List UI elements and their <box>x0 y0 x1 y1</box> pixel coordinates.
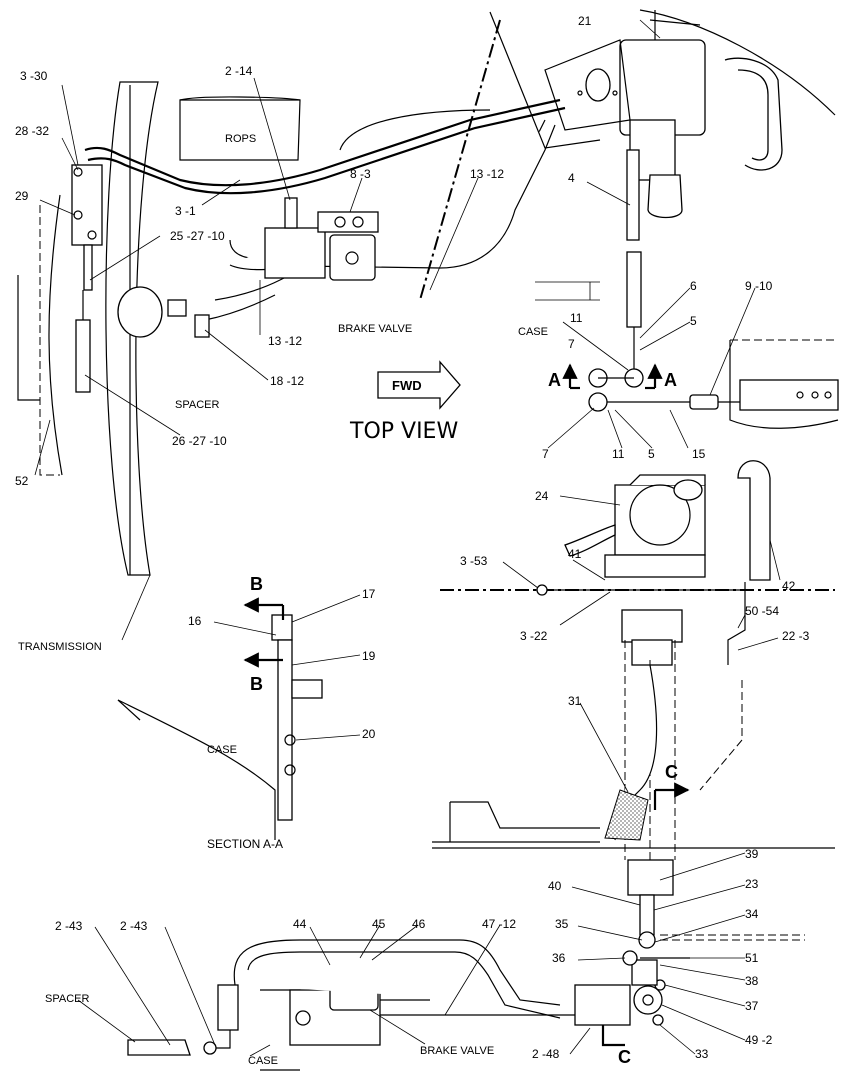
section-aa-view: B B <box>117 574 323 840</box>
rops-label: ROPS <box>225 133 256 145</box>
callout-44: 44 <box>293 917 307 931</box>
callout-52: 52 <box>15 474 29 488</box>
callout-9-10: 9 -10 <box>745 279 773 293</box>
brake-valve-top-label: BRAKE VALVE <box>338 323 412 335</box>
section-aa-title: SECTION A-A <box>207 837 283 851</box>
callout-46: 46 <box>412 917 426 931</box>
callout-3-22: 3 -22 <box>520 629 548 643</box>
rops-block <box>179 96 301 161</box>
callout-5-b: 5 <box>648 447 655 461</box>
case-section-label: CASE <box>207 744 237 756</box>
spacer-top-label: SPACER <box>175 399 219 411</box>
callout-36: 36 <box>552 951 566 965</box>
brake-valve-bottom-label: BRAKE VALVE <box>420 1045 494 1057</box>
bottom-assembly: C <box>127 859 805 1071</box>
callout-45: 45 <box>372 917 386 931</box>
callout-35: 35 <box>555 917 569 931</box>
cab-floor-outline <box>419 9 836 301</box>
case-bottom-label: CASE <box>248 1055 278 1067</box>
callout-25-27-10: 25 -27 -10 <box>170 229 225 243</box>
fwd-arrow: FWD <box>377 360 461 410</box>
callout-13-12-b: 13 -12 <box>268 334 302 348</box>
callout-40: 40 <box>548 879 562 893</box>
callout-34: 34 <box>745 907 759 921</box>
callout-2-14: 2 -14 <box>225 64 253 78</box>
callout-7-a: 7 <box>568 337 575 351</box>
callout-33: 33 <box>695 1047 709 1061</box>
callout-3-30: 3 -30 <box>20 69 48 83</box>
shift-control-middle <box>440 460 835 860</box>
shift-lever-top <box>544 10 783 241</box>
callout-2-48: 2 -48 <box>532 1047 560 1061</box>
callout-11-a: 11 <box>570 311 583 325</box>
top-view-title: TOP VIEW <box>349 419 458 444</box>
brake-valve-top <box>264 197 379 281</box>
callout-16: 16 <box>188 614 202 628</box>
callout-4: 4 <box>568 171 575 185</box>
leader-lines <box>34 19 781 1057</box>
section-b-top: B <box>250 574 263 594</box>
cab-floor-lower <box>432 801 835 849</box>
linkage-detail-right <box>535 251 839 429</box>
linkage-rods-left <box>71 164 103 393</box>
callout-28-32: 28 -32 <box>15 124 49 138</box>
section-marker-a: A A <box>548 363 677 390</box>
callout-22-3: 22 -3 <box>782 629 810 643</box>
section-marker-c-top: C <box>653 762 690 810</box>
callout-24: 24 <box>535 489 549 503</box>
section-a-left: A <box>548 370 561 390</box>
callout-38: 38 <box>745 974 759 988</box>
callout-15: 15 <box>692 447 706 461</box>
callout-17: 17 <box>362 587 376 601</box>
section-b-bottom: B <box>250 674 263 694</box>
callout-3-1: 3 -1 <box>175 204 196 218</box>
callout-8-3: 8 -3 <box>350 167 371 181</box>
section-a-right: A <box>664 370 677 390</box>
callout-20: 20 <box>362 727 376 741</box>
callout-51: 51 <box>745 951 759 965</box>
transmission-label: TRANSMISSION <box>18 641 102 653</box>
callout-47-12: 47 -12 <box>482 917 516 931</box>
callout-39: 39 <box>745 847 759 861</box>
section-c-top: C <box>665 762 678 782</box>
case-top-label: CASE <box>518 326 548 338</box>
callout-11-b: 11 <box>612 447 625 461</box>
control-cable <box>604 664 658 841</box>
callout-31: 31 <box>568 694 582 708</box>
fwd-label: FWD <box>392 378 422 393</box>
callout-7-b: 7 <box>542 447 549 461</box>
callout-2-43-a: 2 -43 <box>55 919 83 933</box>
callout-5-a: 5 <box>690 314 697 328</box>
callout-21: 21 <box>578 14 592 28</box>
callout-2-43-b: 2 -43 <box>120 919 148 933</box>
callout-29: 29 <box>15 189 29 203</box>
brake-lines-top <box>84 98 566 321</box>
spacer-bottom-label: SPACER <box>45 993 89 1005</box>
callout-23: 23 <box>745 877 759 891</box>
callout-50-54: 50 -54 <box>745 604 779 618</box>
callout-3-53: 3 -53 <box>460 554 488 568</box>
callout-19: 19 <box>362 649 376 663</box>
callout-41: 41 <box>568 547 582 561</box>
spacer-canister <box>117 286 210 338</box>
section-c-bottom: C <box>618 1047 631 1067</box>
callout-37: 37 <box>745 999 759 1013</box>
callout-13-12-a: 13 -12 <box>470 167 504 181</box>
callout-18-12: 18 -12 <box>270 374 304 388</box>
callout-49-2: 49 -2 <box>745 1033 773 1047</box>
callout-6: 6 <box>690 279 697 293</box>
callout-26-27-10: 26 -27 -10 <box>172 434 227 448</box>
callout-42: 42 <box>782 579 796 593</box>
